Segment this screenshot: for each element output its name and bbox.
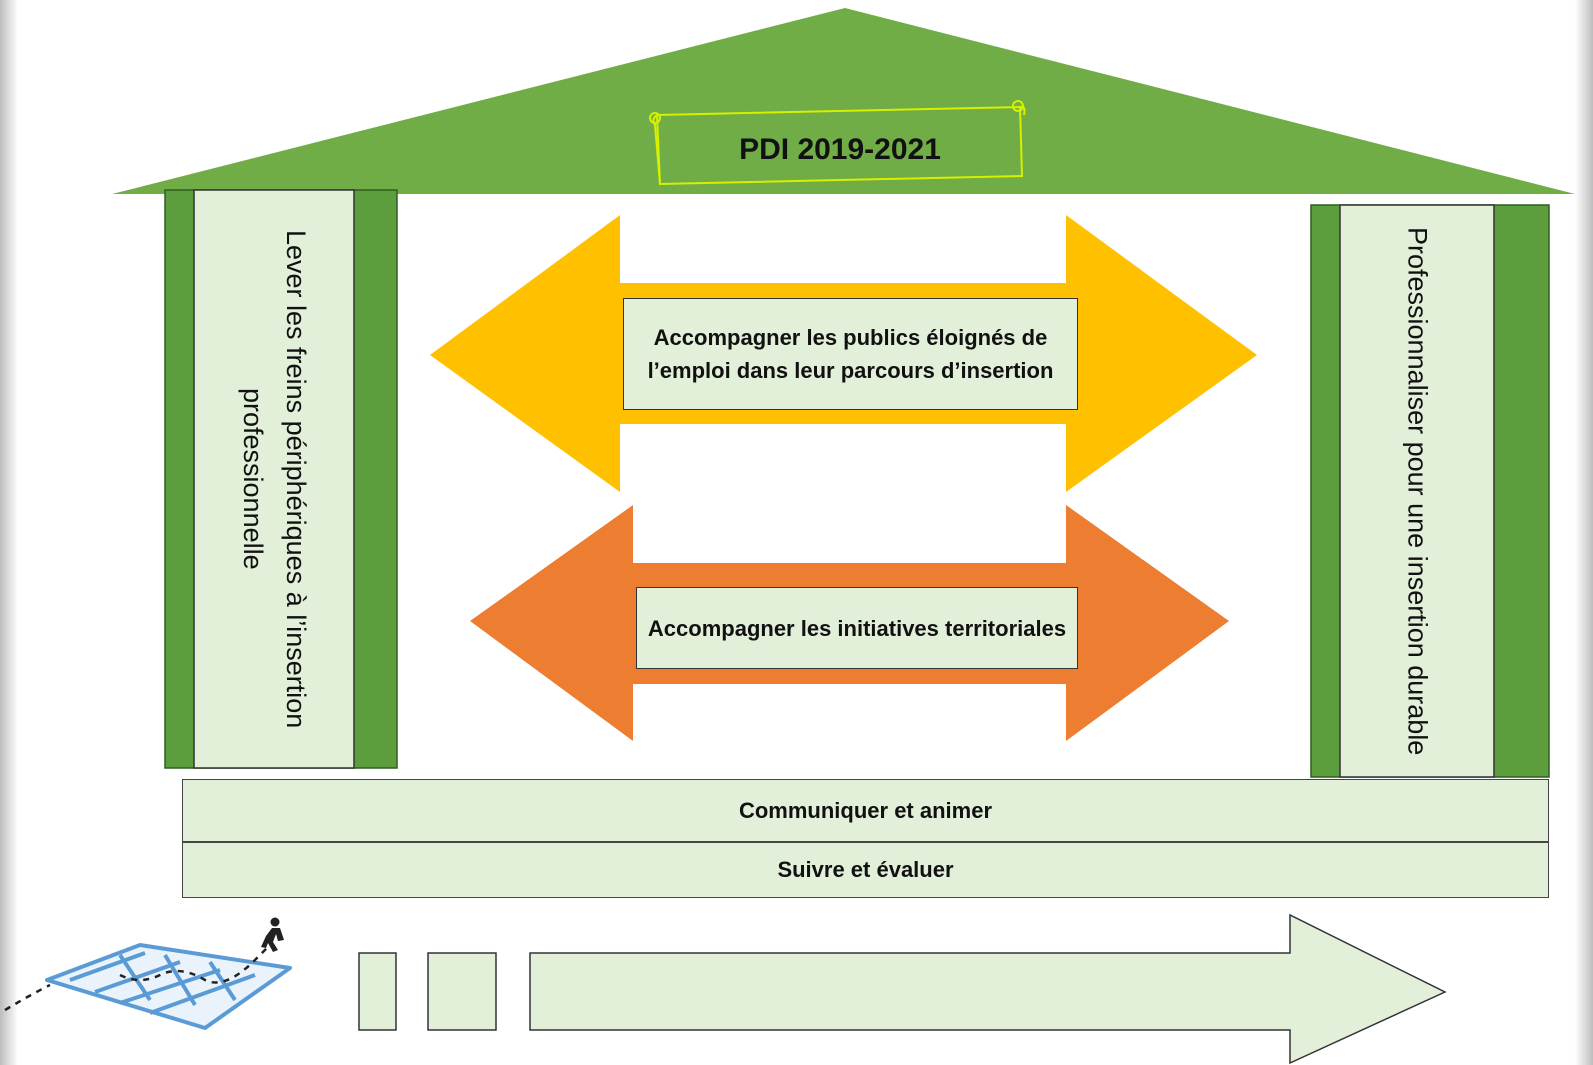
maze-path-dashes bbox=[4, 944, 271, 1012]
running-person-icon bbox=[261, 917, 284, 952]
left-pillar-panel bbox=[193, 189, 355, 769]
progress-arrow bbox=[529, 913, 1447, 1065]
bottom-arrow-label: Accompagner les initiatives territoriale… bbox=[636, 587, 1078, 669]
title-scroll bbox=[649, 100, 1026, 186]
left-pillar-label-wrap: Lever les freins périphériques à l’inser… bbox=[194, 190, 354, 768]
right-edge-shadow bbox=[1575, 0, 1593, 1065]
top-arrow-label: Accompagner les publics éloignés de l’em… bbox=[623, 298, 1078, 410]
progress-medium-box bbox=[427, 952, 497, 1031]
progress-small-bar bbox=[358, 952, 397, 1031]
left-edge-shadow bbox=[0, 0, 18, 1065]
roof-title: PDI 2019-2021 bbox=[739, 133, 941, 166]
right-pillar-label-wrap: Professionnaliser pour une insertion dur… bbox=[1340, 205, 1494, 777]
foundation-lower-band: Suivre et évaluer bbox=[182, 842, 1549, 898]
left-pillar-label: Lever les freins périphériques à l’inser… bbox=[238, 229, 312, 729]
foundation-upper-band: Communiquer et animer bbox=[182, 779, 1549, 842]
right-pillar-label: Professionnaliser pour une insertion dur… bbox=[1402, 226, 1433, 756]
maze-icon bbox=[45, 943, 292, 1030]
right-pillar-panel bbox=[1339, 204, 1495, 778]
roof bbox=[112, 8, 1575, 194]
